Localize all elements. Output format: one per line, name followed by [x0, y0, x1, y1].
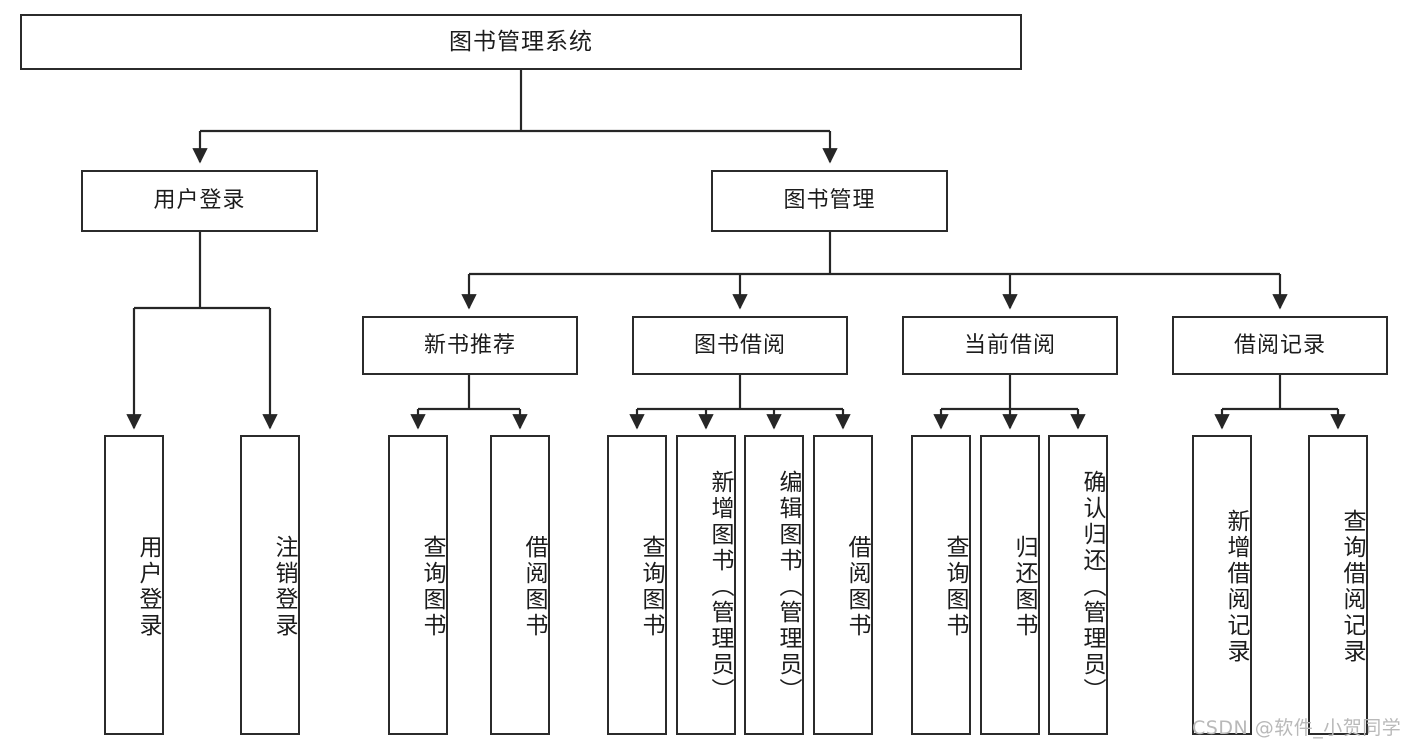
leaf-return-book[interactable]: 归还图书 — [980, 435, 1040, 735]
node-book-borrow[interactable]: 图书借阅 — [632, 316, 848, 375]
leaf-borrow-query-book[interactable]: 查询图书 — [607, 435, 667, 735]
node-borrow-record[interactable]: 借阅记录 — [1172, 316, 1388, 375]
leaf-query-borrow-record[interactable]: 查询借阅记录 — [1308, 435, 1368, 735]
node-label: 借阅图书 — [521, 535, 547, 639]
node-label: 借阅记录 — [1233, 332, 1326, 358]
node-new-book-recommend[interactable]: 新书推荐 — [362, 316, 578, 375]
node-label: 图书借阅 — [693, 332, 786, 358]
node-label: 用户登录 — [135, 535, 161, 639]
node-label: 查询图书 — [419, 535, 445, 639]
leaf-current-query-book[interactable]: 查询图书 — [911, 435, 971, 735]
node-book-manage[interactable]: 图书管理 — [711, 170, 948, 232]
node-label: 借阅图书 — [844, 535, 870, 639]
node-label: 图书管理系统 — [449, 28, 593, 55]
node-label: 编辑图书（管理员） — [775, 470, 801, 704]
node-label: 注销登录 — [271, 535, 297, 639]
node-current-borrow[interactable]: 当前借阅 — [902, 316, 1118, 375]
node-label: 查询图书 — [638, 535, 664, 639]
leaf-add-book-admin[interactable]: 新增图书（管理员） — [676, 435, 736, 735]
node-label: 新书推荐 — [423, 332, 516, 358]
node-label: 新增图书（管理员） — [707, 470, 733, 704]
node-label: 查询图书 — [942, 535, 968, 639]
node-label: 查询借阅记录 — [1339, 509, 1365, 665]
leaf-confirm-return-admin[interactable]: 确认归还（管理员） — [1048, 435, 1108, 735]
node-label: 用户登录 — [153, 188, 246, 214]
leaf-new-book-borrow[interactable]: 借阅图书 — [490, 435, 550, 735]
leaf-add-borrow-record[interactable]: 新增借阅记录 — [1192, 435, 1252, 735]
leaf-new-book-query[interactable]: 查询图书 — [388, 435, 448, 735]
node-label: 确认归还（管理员） — [1079, 470, 1105, 704]
csdn-watermark: CSDN @软件_小贺同学 — [1192, 717, 1402, 739]
leaf-borrow-book[interactable]: 借阅图书 — [813, 435, 873, 735]
node-label: 归还图书 — [1011, 535, 1037, 639]
node-root-system[interactable]: 图书管理系统 — [20, 14, 1022, 70]
node-label: 新增借阅记录 — [1223, 509, 1249, 665]
leaf-logout[interactable]: 注销登录 — [240, 435, 300, 735]
node-label: 当前借阅 — [963, 332, 1056, 358]
node-user-login[interactable]: 用户登录 — [81, 170, 318, 232]
leaf-edit-book-admin[interactable]: 编辑图书（管理员） — [744, 435, 804, 735]
leaf-user-login[interactable]: 用户登录 — [104, 435, 164, 735]
node-label: 图书管理 — [783, 188, 876, 214]
